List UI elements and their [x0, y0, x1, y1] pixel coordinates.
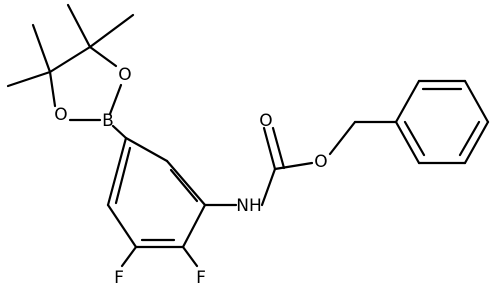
ring-double-bond	[114, 146, 132, 205]
ring-boron-bond	[111, 124, 128, 140]
ring-bond	[106, 203, 138, 249]
phenyl-bond	[394, 79, 421, 124]
carbonyl-double-bond	[271, 126, 286, 170]
phenyl-double-bond	[458, 120, 481, 157]
ring-double-bond	[169, 168, 199, 203]
atom-labels: B O O F F NH O O	[54, 65, 327, 288]
boron-atom: B	[102, 111, 114, 131]
carbon-carbon-bond	[48, 45, 92, 74]
oxygen-atom-lower: O	[54, 105, 67, 125]
fluorine-atom-left: F	[114, 268, 124, 288]
nitrogen-carbon-bond	[260, 167, 277, 207]
ring-fluorine-bond	[120, 245, 138, 268]
ring-fluorine-bond	[181, 245, 199, 268]
oxygen-atom-upper: O	[118, 65, 131, 85]
oxygen-methylene-bond	[328, 120, 357, 156]
phenyl-double-bond	[403, 120, 426, 157]
oxygen-carbon-bond	[48, 70, 57, 108]
ring-bond	[165, 159, 207, 207]
fluorine-atom-right: F	[196, 268, 206, 288]
phenyl-bond	[463, 120, 490, 165]
oxygen-carbon-bond	[88, 45, 118, 68]
ring-bond	[106, 136, 128, 207]
carbonyl-oxygen-atom: O	[259, 111, 272, 131]
phenyl-bond	[463, 79, 490, 124]
bond-lines	[6, 3, 490, 268]
ring-bond	[124, 136, 169, 163]
carbon-oxygen-bond	[273, 161, 314, 171]
methyl-bond	[66, 3, 92, 49]
phenyl-bond	[394, 120, 421, 165]
methyl-bond	[6, 70, 52, 88]
methyl-bond	[31, 23, 52, 74]
nh-group: NH	[236, 196, 262, 216]
methyl-bond	[88, 13, 135, 49]
boron-oxygen-bond	[108, 83, 123, 116]
ester-oxygen-atom: O	[314, 152, 327, 172]
ring-bond	[181, 203, 207, 249]
carbonyl-double-bond	[262, 126, 277, 171]
